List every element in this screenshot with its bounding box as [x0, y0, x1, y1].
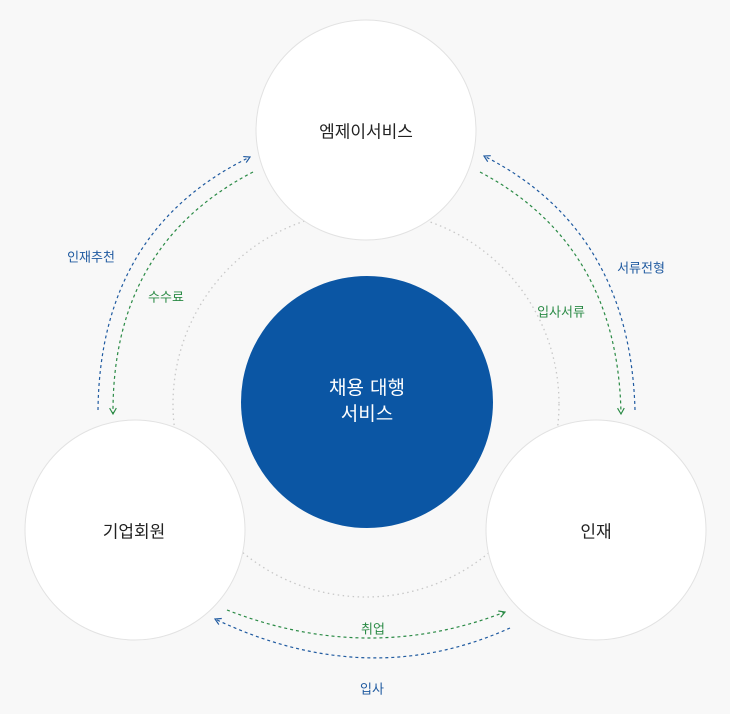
node-label-right: 인재 — [580, 522, 612, 543]
edge-label-screening: 서류전형 — [617, 261, 665, 277]
edge-label-application: 입사서류 — [537, 305, 585, 321]
arrow-application — [479, 171, 625, 416]
dotted-ring — [172, 210, 560, 598]
node-circle-left — [24, 419, 246, 641]
edge-label-joining: 입사 — [360, 682, 384, 698]
node-label-top: 엠제이서비스 — [319, 122, 413, 143]
center-label-line2: 서비스 — [340, 403, 394, 425]
center-label-line1: 채용 대행 — [329, 377, 405, 399]
arrow-fee — [109, 171, 254, 416]
center-label: 채용 대행 서비스 — [329, 375, 405, 427]
node-circle-right — [485, 419, 707, 641]
node-circle-top — [255, 19, 477, 241]
edge-label-recommend: 인재추천 — [67, 250, 115, 266]
node-label-left: 기업회원 — [102, 522, 166, 543]
edge-label-fee: 수수료 — [148, 290, 184, 306]
center-circle — [241, 276, 493, 528]
arrow-screening — [482, 155, 636, 411]
edge-label-employment: 취업 — [361, 622, 385, 638]
arrow-recommend — [97, 155, 252, 411]
arrow-employment — [226, 609, 507, 639]
